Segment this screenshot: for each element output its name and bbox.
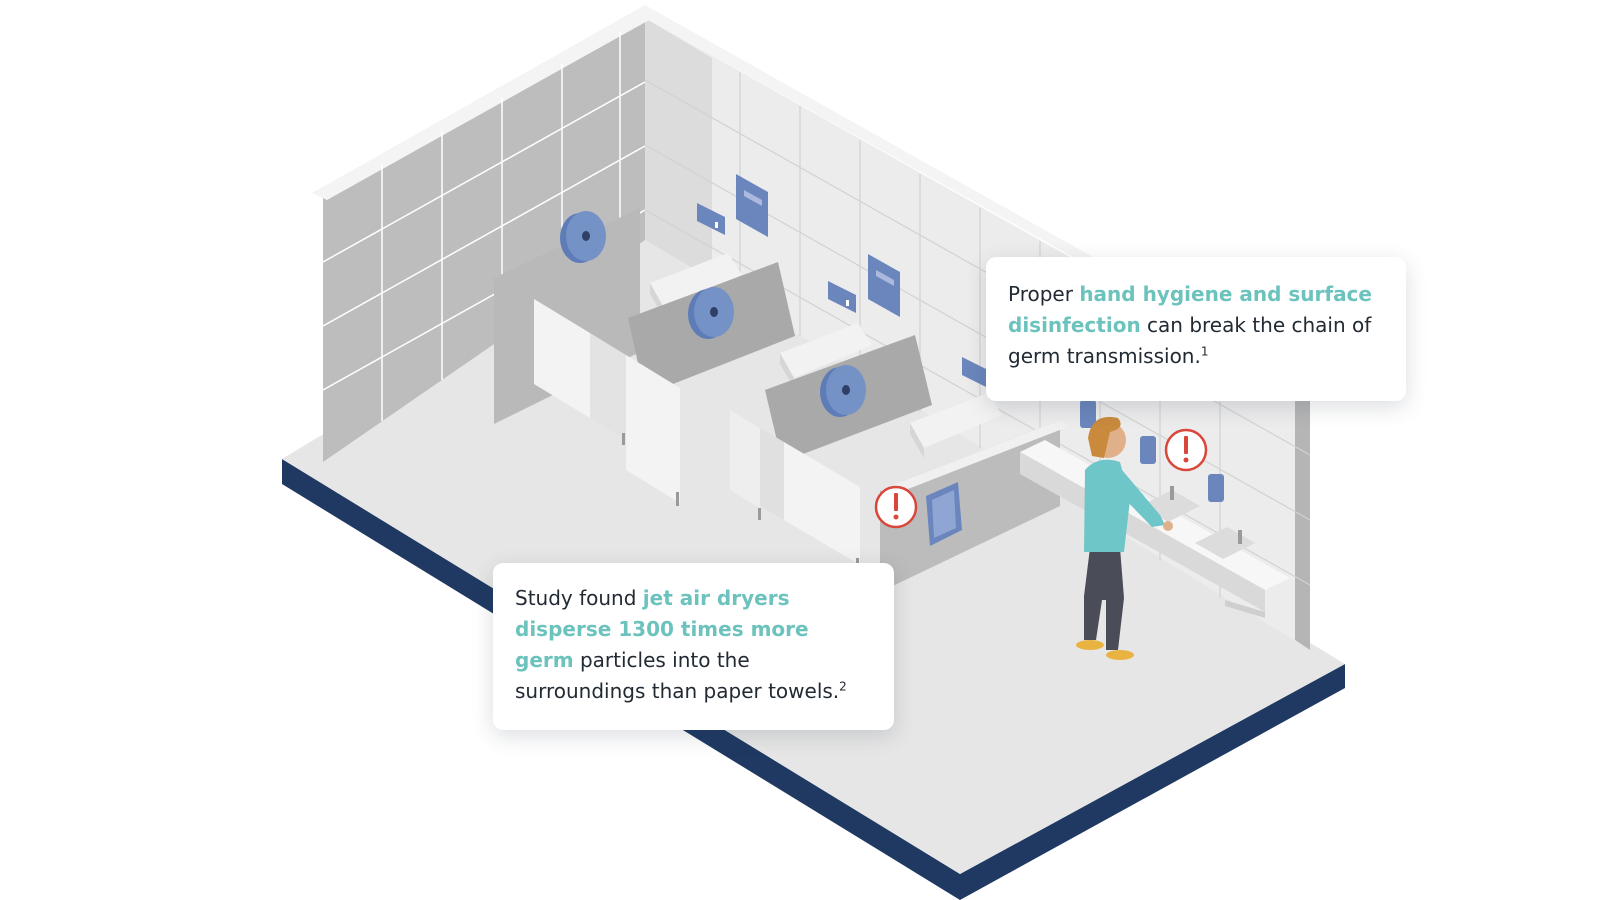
toilet-paper-roll-icon	[560, 211, 606, 263]
sink-divider-wall	[880, 420, 1060, 592]
footnote-ref: 2	[839, 679, 847, 694]
seat-cover-dispenser-icon	[868, 254, 900, 317]
hand-dryer-icon	[926, 482, 962, 546]
stall-doors	[534, 299, 860, 570]
floor-base-right-edge	[960, 664, 1345, 900]
callout-hand-hygiene: Proper hand hygiene and surface disinfec…	[986, 257, 1406, 401]
alert-icon	[874, 485, 918, 529]
soap-dispenser-icon	[962, 357, 990, 389]
callout-dryer-text: Study found	[515, 586, 643, 610]
toilet-paper-roll-icon	[820, 365, 866, 417]
back-wall-right	[645, 18, 1310, 650]
soap-dispenser-icon	[697, 203, 725, 235]
back-wall-right-shadow	[645, 18, 712, 280]
floor	[282, 240, 1345, 874]
soap-dispenser-icon	[1080, 400, 1224, 502]
callout-dryer-highlight: jet air dryers disperse 1300 times more …	[515, 586, 809, 672]
right-wall-end	[1295, 380, 1310, 650]
callout-jet-air-dryer: Study found jet air dryers disperse 1300…	[493, 563, 894, 730]
alert-icon	[1164, 428, 1208, 472]
callout-hygiene-text: Proper	[1008, 282, 1080, 306]
seat-cover-dispenser-icon	[736, 174, 768, 237]
callout-dryer-text-end: particles into the surroundings than pap…	[515, 648, 840, 703]
wall-top-left	[312, 5, 660, 200]
footnote-ref: 1	[1200, 344, 1209, 359]
callout-hygiene-highlight: hand hygiene and surface disinfection	[1008, 282, 1372, 337]
toilet-paper-roll-icon	[688, 287, 734, 339]
sink-divider-top	[880, 420, 1070, 496]
person-icon	[1076, 416, 1173, 660]
soap-dispenser-icon	[828, 281, 856, 313]
back-wall-left	[323, 18, 645, 462]
callout-hygiene-text-end: can break the chain of germ transmission…	[1008, 313, 1372, 368]
